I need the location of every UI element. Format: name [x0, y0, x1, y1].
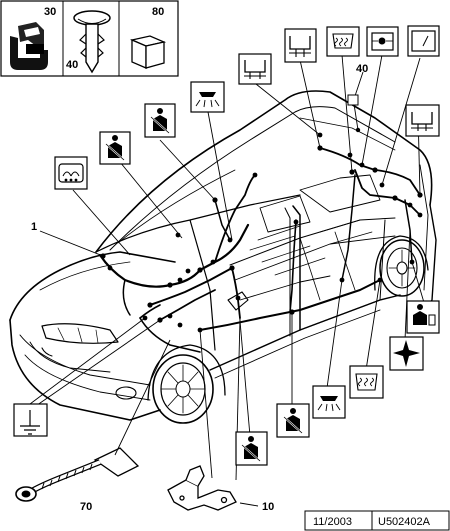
gauge-icon	[407, 25, 440, 57]
seatbelt-icon	[99, 131, 131, 165]
symbol-boxes	[13, 25, 440, 466]
part-label-40: 40	[66, 59, 78, 71]
callout-10: 10	[262, 501, 274, 513]
courtesy-light-icon	[312, 385, 346, 419]
foam-pad-icon	[129, 35, 167, 69]
car-body	[9, 90, 437, 424]
part-label-30: 30	[44, 6, 56, 18]
callout-40: 40	[356, 63, 368, 75]
leader-lines	[29, 54, 426, 481]
rear-demister-icon	[326, 26, 360, 57]
seat-icon	[238, 53, 272, 85]
callout-70: 70	[80, 501, 92, 513]
earth-point-icon	[13, 403, 48, 437]
seatbelt-icon	[235, 431, 268, 466]
rear-demister-icon	[349, 365, 384, 399]
footer-date: 11/2003	[313, 516, 352, 528]
callout-1: 1	[31, 221, 37, 233]
grommet-sheath-icon	[15, 339, 171, 502]
mounting-bracket-icon	[167, 465, 237, 511]
footer-reference: U502402A	[378, 516, 431, 528]
antenna-amplifier-icon	[389, 336, 424, 371]
seatbelt-icon	[144, 103, 176, 138]
part-label-80: 80	[152, 6, 164, 18]
seat-icon	[405, 104, 440, 137]
harness-clip-icon	[10, 22, 48, 70]
courtesy-light-icon	[190, 81, 225, 113]
parts-panel: 30 40 80	[0, 0, 179, 77]
seatbelt-icon	[406, 300, 440, 334]
footer: 11/2003 U502402A	[304, 510, 450, 531]
seat-icon	[284, 28, 317, 63]
push-clip-icon	[73, 10, 111, 74]
instrument-cluster-icon	[54, 156, 88, 190]
control-module-icon	[366, 26, 399, 57]
seatbelt-icon	[276, 403, 310, 438]
connector-square-icon	[347, 94, 359, 106]
